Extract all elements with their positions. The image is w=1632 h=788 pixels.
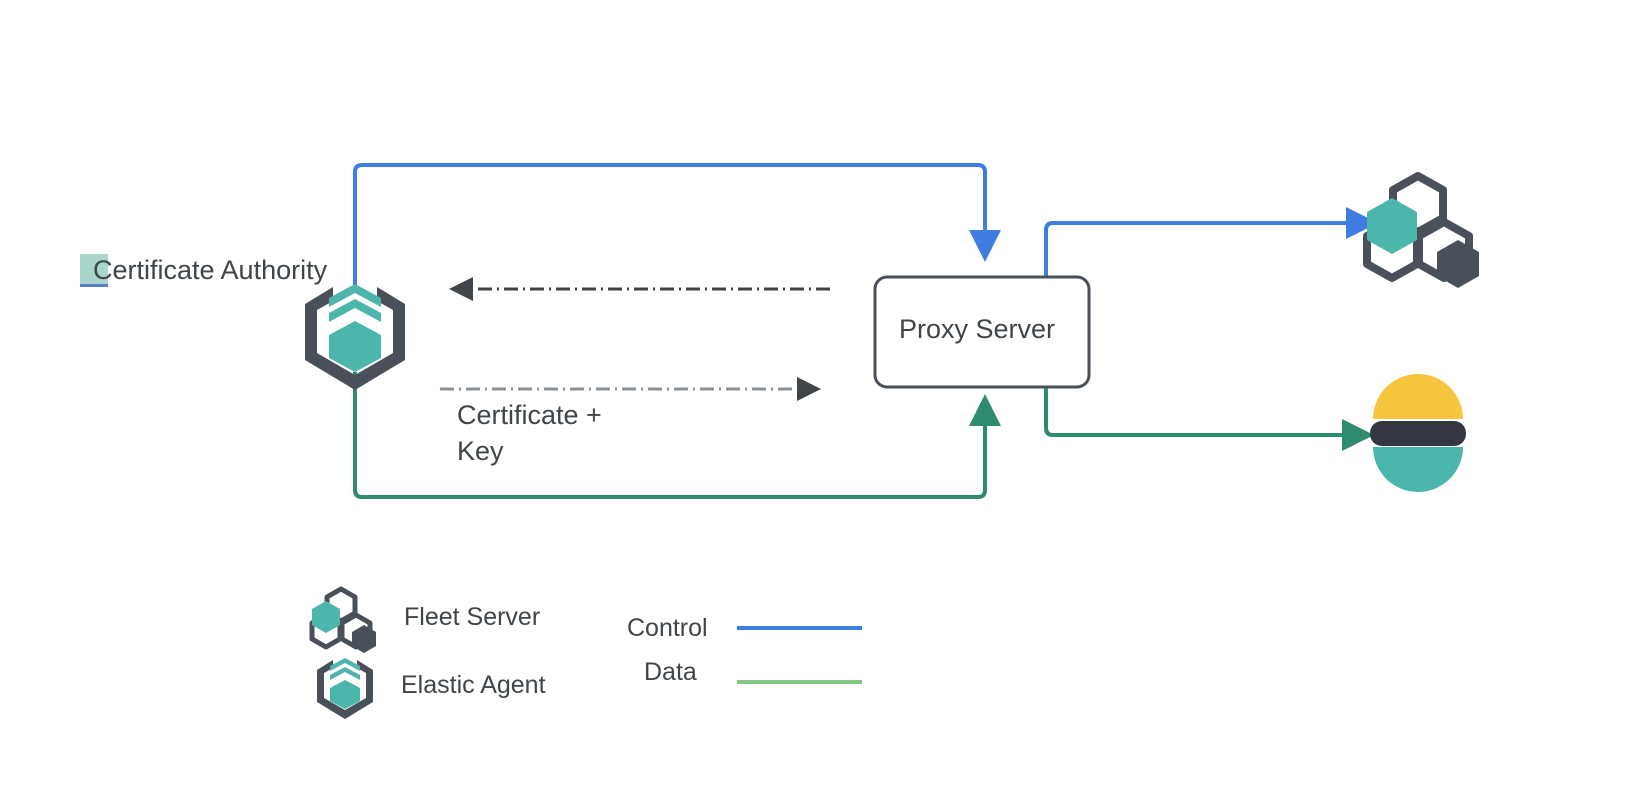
- fleet-server-icon: [1363, 172, 1479, 288]
- edge-data-proxy-to-elasticsearch: [1044, 386, 1374, 451]
- legend-line-control-label: Control: [627, 614, 708, 642]
- legend-item-elastic-agent-label: Elastic Agent: [401, 671, 546, 699]
- certificate-key-line2: Key: [457, 436, 504, 466]
- edge-control-agent-to-proxy: [353, 163, 1001, 290]
- edge-control-proxy-to-fleet: [1044, 207, 1378, 277]
- certificate-authority-highlight: [80, 254, 108, 286]
- proxy-server-label: Proxy Server: [899, 314, 1056, 344]
- legend-line-data-label: Data: [644, 658, 697, 686]
- legend-item-fleet-server-label: Fleet Server: [404, 603, 541, 631]
- certificate-key-edge-label: Certificate + Key: [457, 397, 602, 469]
- elastic-agent-icon: [305, 284, 405, 390]
- certificate-authority-label: Certificate Authority: [93, 255, 328, 285]
- proxy-server-node[interactable]: [873, 275, 1091, 389]
- certificate-key-line1: Certificate +: [457, 400, 602, 430]
- elasticsearch-icon: [1370, 374, 1466, 492]
- legend-elastic-agent-icon: [317, 658, 373, 719]
- certificate-authority-underline: [80, 284, 108, 287]
- edge-data-agent-to-proxy: [353, 372, 1001, 499]
- legend-fleet-server-icon: [309, 586, 376, 653]
